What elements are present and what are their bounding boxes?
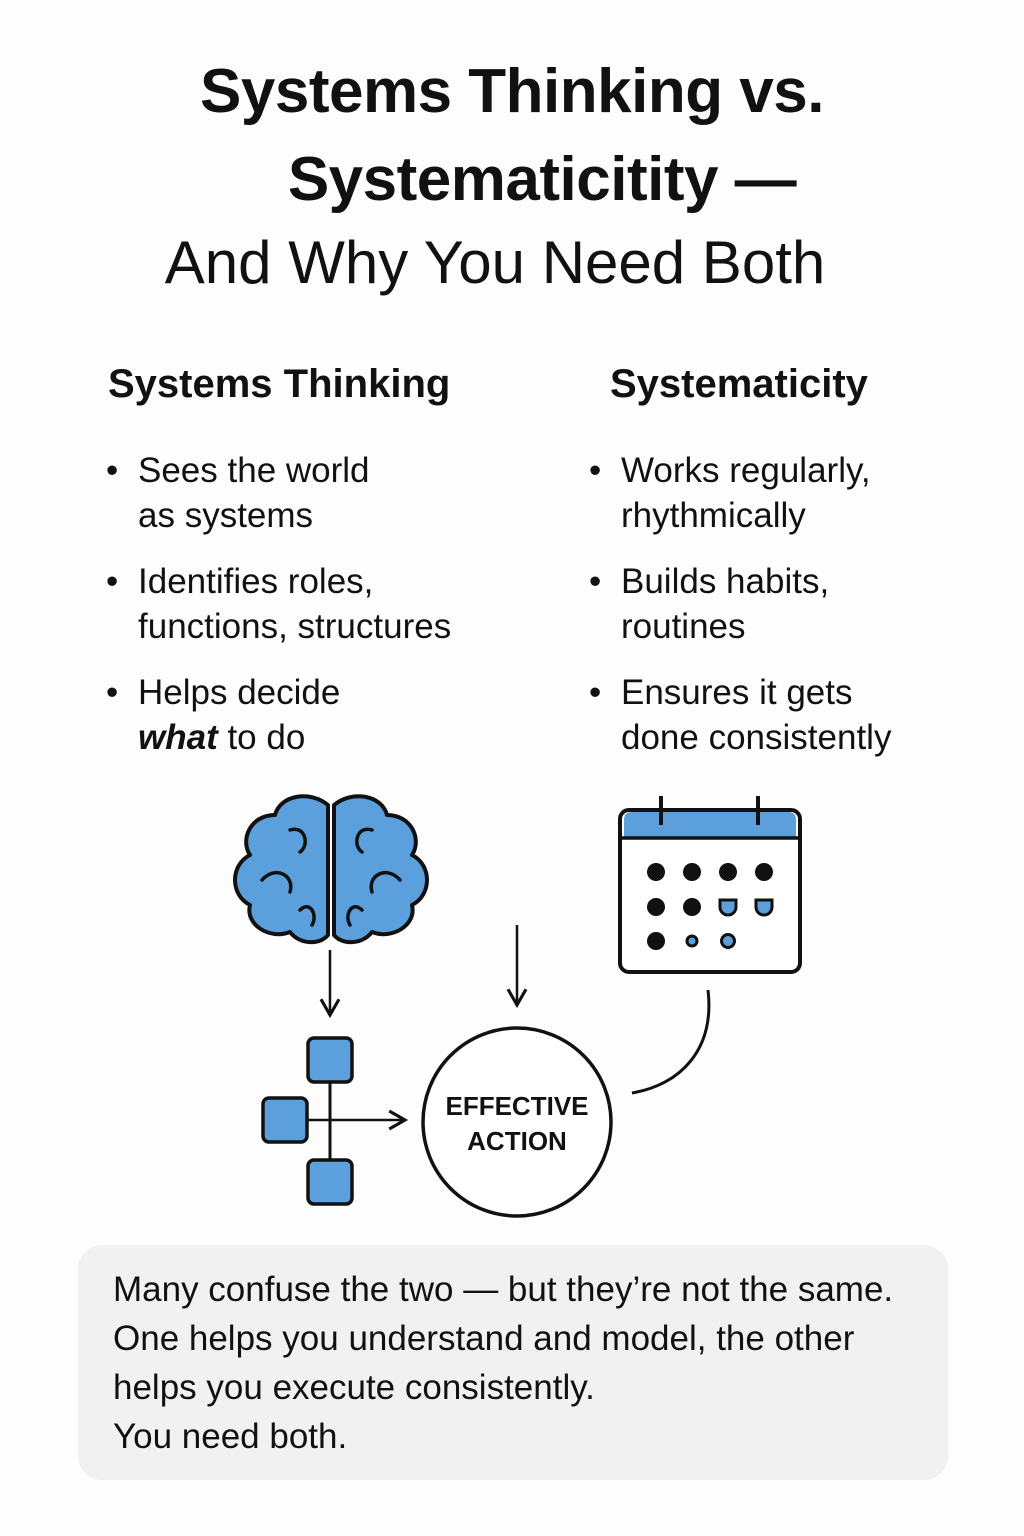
right-bullet-2: •Builds habits,routines [589, 562, 830, 646]
effective-action-circle [421, 1026, 613, 1218]
center-label-2: ACTION [467, 1126, 567, 1156]
right-bullet-1: •Works regularly,rhythmically [589, 451, 871, 535]
summary-line-4: You need both. [113, 1417, 348, 1456]
right-heading: Systematicity [610, 362, 868, 406]
subtitle: And Why You Need Both [164, 229, 826, 296]
left-heading: Systems Thinking [108, 362, 451, 406]
calendar-icon [618, 796, 802, 974]
connector-curve [631, 989, 711, 1095]
summary-line-3: helps you execute consistently. [113, 1368, 595, 1407]
center-label-1: EFFECTIVE [445, 1091, 588, 1121]
left-bullet-2: •Identifies roles,functions, structures [106, 562, 452, 646]
summary-box [78, 1245, 948, 1480]
summary-line-2: One helps you understand and model, the … [113, 1319, 855, 1358]
structure-icon [261, 1036, 409, 1206]
brain-icon [233, 794, 429, 945]
title-line-1: Systems Thinking vs. [200, 57, 825, 126]
diagram: EFFECTIVE ACTION [233, 794, 802, 1218]
title-line-2: Systematicitity — [287, 145, 797, 214]
summary-line-1: Many confuse the two — but they’re not t… [113, 1270, 894, 1309]
